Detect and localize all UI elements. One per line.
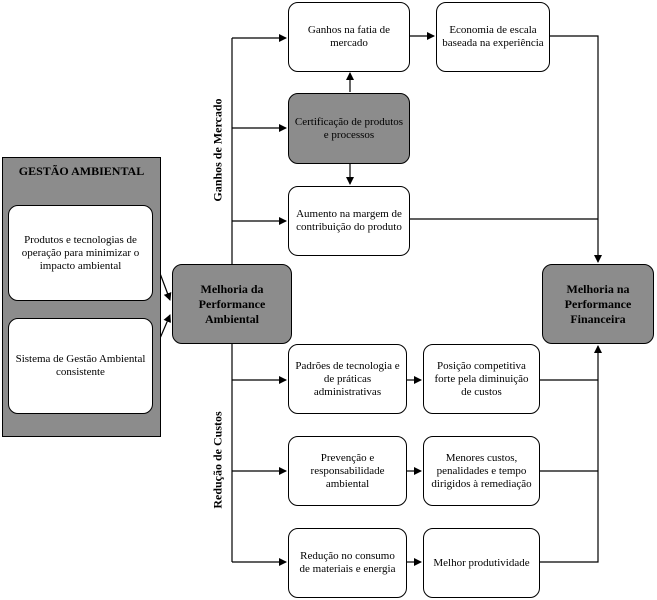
box-scale-economy: Economia de escala baseada na experiênci…	[436, 2, 550, 72]
box-contribution-margin: Aumento na margem de contribuição do pro…	[288, 186, 410, 256]
panel-item-management-system: Sistema de Gestão Ambiental consistente	[8, 318, 153, 414]
box-lower-costs: Menores custos, penalidades e tempo diri…	[423, 436, 540, 506]
panel-title: GESTÃO AMBIENTAL	[18, 164, 145, 178]
box-market-share: Ganhos na fatia de mercado	[288, 2, 410, 72]
market-gains-label: Ganhos de Mercado	[210, 98, 225, 202]
center-environmental-performance: Melhoria da Performance Ambiental	[172, 264, 292, 344]
box-technology-standards: Padrões de tecnologia e de práticas admi…	[288, 344, 407, 414]
result-financial-performance: Melhoria na Performance Financeira	[542, 264, 654, 344]
box-certification: Certificação de produtos e processos	[288, 93, 410, 164]
box-competitive-position: Posição competitiva forte pela diminuiçã…	[423, 344, 540, 414]
box-environmental-prevention: Prevenção e responsabilidade ambiental	[288, 436, 407, 506]
box-resource-reduction: Redução no consumo de materiais e energi…	[288, 528, 407, 598]
box-productivity: Melhor produtividade	[423, 528, 540, 598]
panel-item-products: Produtos e tecnologias de operação para …	[8, 205, 153, 301]
cost-reduction-label: Redução de Custos	[210, 411, 225, 509]
